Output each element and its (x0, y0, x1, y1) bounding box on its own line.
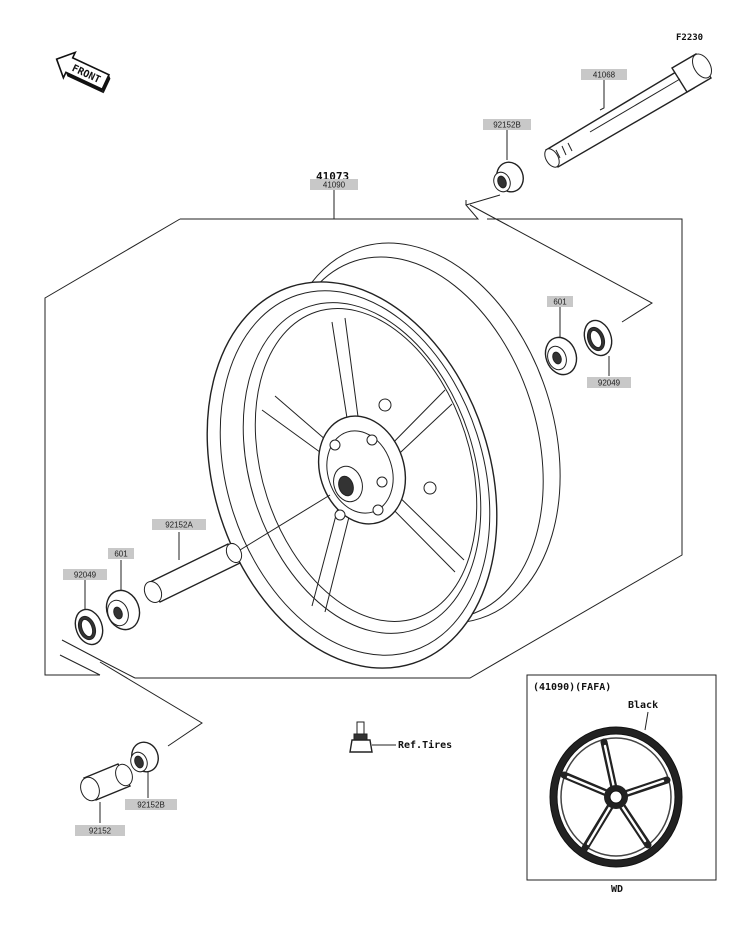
spacer-92152a (143, 494, 331, 604)
bearing-601-right (544, 336, 578, 376)
inset-panel: (41090)(FAFA) Black WD (526, 674, 717, 895)
part-label-41090: 41090 (310, 179, 358, 190)
collar-92152b-bottom (130, 741, 159, 773)
axle-41068 (544, 53, 712, 168)
wheel-41090 (206, 242, 561, 669)
svg-text:92152A: 92152A (165, 521, 193, 530)
svg-text:92152: 92152 (89, 827, 112, 836)
part-label-92049-right: 92049 (587, 377, 631, 388)
valve-stem-icon (349, 721, 396, 753)
assembly-outline (44, 194, 683, 679)
part-label-41068: 41068 (581, 69, 627, 80)
svg-text:92049: 92049 (598, 379, 621, 388)
svg-text:41068: 41068 (593, 71, 616, 80)
front-arrow-icon: FRONT (55, 50, 111, 94)
bearing-601-left (105, 589, 141, 631)
part-label-92152b-top: 92152B (483, 119, 531, 130)
lower-parts-outline (61, 639, 203, 747)
collar-92152b-top (493, 161, 524, 193)
svg-text:92049: 92049 (74, 571, 97, 580)
inset-title: (41090)(FAFA) (533, 682, 611, 693)
part-label-92152a: 92152A (152, 519, 206, 530)
collar-92152 (80, 763, 133, 802)
inset-footer: WD (611, 884, 623, 895)
part-label-601-left: 601 (108, 548, 134, 559)
inset-color-label: Black (628, 700, 658, 711)
part-label-92152b-bottom: 92152B (125, 799, 177, 810)
part-label-601-right: 601 (547, 296, 573, 307)
part-label-92152: 92152 (75, 825, 125, 836)
svg-text:601: 601 (114, 550, 128, 559)
diagram-code: F2230 (676, 33, 703, 43)
ref-tires-label: Ref.Tires (398, 739, 452, 751)
svg-text:41090: 41090 (323, 181, 346, 190)
svg-text:92152B: 92152B (493, 121, 521, 130)
seal-92049-left (74, 608, 104, 646)
leader-lines (84, 80, 610, 823)
inset-wheel-black (549, 726, 683, 868)
seal-92049-right (583, 319, 613, 357)
part-label-92049-left: 92049 (63, 569, 107, 580)
svg-text:92152B: 92152B (137, 801, 165, 810)
svg-text:601: 601 (553, 298, 567, 307)
